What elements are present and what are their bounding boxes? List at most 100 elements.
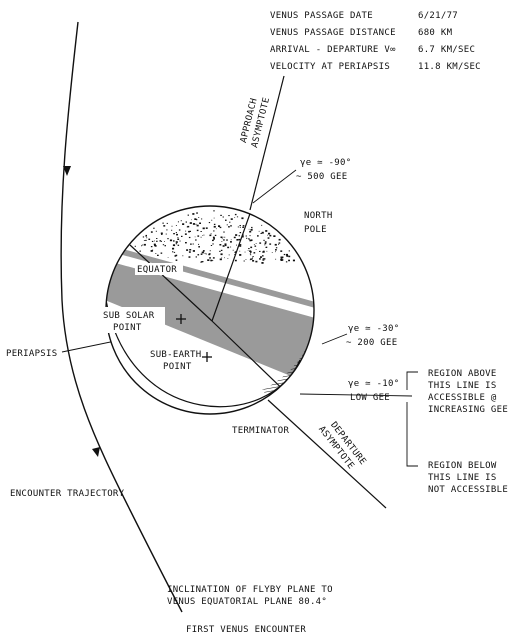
low-gee-label: LOW GEE [350,393,390,403]
speckle-dot [200,231,202,232]
info-label-passage-date: VENUS PASSAGE DATE [270,11,373,21]
speckle-dot [189,230,191,232]
speckle-dot [262,250,265,253]
speckle-dot [148,238,151,240]
region-above-line1: REGION ABOVE [428,369,497,379]
speckle-dot [153,243,156,246]
north-speckled-region [106,206,314,252]
speckle-dot [264,241,267,243]
equator-label-bg [135,263,183,275]
region-above-line4: INCREASING GEE [428,405,508,415]
speckle-dot [257,235,259,237]
speckle-dot [263,239,265,241]
speckle-dot [143,243,146,246]
speckle-dot [196,224,199,227]
speckle-dot [234,217,236,218]
speckle-dot [205,227,208,229]
speckle-dot [239,232,242,234]
speckle-dot [154,240,155,242]
speckle-dot [142,236,145,238]
speckle-dot [249,239,252,242]
speckle-dot [188,236,191,239]
speckle-dot [244,251,246,253]
speckle-dot [259,242,262,244]
speckle-dot [187,225,190,228]
speckle-dot [175,243,178,245]
speckle-dot [275,258,277,260]
departure-asymptote-line [267,399,387,509]
speckle-dot [197,254,200,256]
speckle-dot [268,232,271,235]
speckle-dot [162,222,164,224]
speckle-dot [247,250,249,251]
speckle-dot [213,210,215,212]
speckle-dot [202,261,204,263]
speckle-dot [188,251,191,253]
speckle-dot [214,234,217,236]
speckle-dot [281,259,284,261]
speckle-dot [250,258,252,260]
north-pole-label-line2: POLE [304,225,327,235]
speckle-dot [160,252,163,254]
speckle-dot [245,259,247,260]
speckle-dot [242,225,245,227]
region-below-line3: NOT ACCESSIBLE [428,485,508,495]
speckle-dot [260,233,262,234]
speckle-dot [197,235,200,237]
speckle-dot [211,219,213,221]
inclination-note-line2: VENUS EQUATORIAL PLANE 80.4° [167,597,327,607]
speckle-dot [248,228,250,230]
sub-solar-marker [176,314,186,324]
speckle-dot [209,250,211,252]
speckle-dot [198,246,200,248]
periapsis-label: PERIAPSIS [6,349,57,359]
speckle-dot [210,245,213,246]
speckle-dot [160,232,163,235]
speckle-dot [255,249,257,250]
speckle-dot [252,257,254,258]
speckle-dot [234,259,237,262]
sub-earth-marker [202,352,212,362]
speckle-dot [262,259,265,261]
speckle-dot [165,233,167,235]
speckle-dot [262,258,264,259]
speckle-dot [185,242,187,244]
speckle-dot [201,261,203,263]
speckle-dot [220,249,223,251]
speckle-dot [155,253,157,254]
speckle-dot [192,213,195,215]
speckle-dot [241,235,244,238]
speckle-dot [249,230,252,233]
speckle-dot [267,237,270,239]
speckle-dot [222,216,224,218]
speckle-dot [182,255,184,257]
speckle-dot [259,258,261,260]
speckle-dot [228,215,230,217]
speckle-dot [230,239,232,241]
speckle-dot [151,240,154,242]
speckle-dot [280,258,282,261]
info-value-passage-date: 6/21/77 [418,11,458,21]
north-pole-label-line1: NORTH [304,211,333,221]
speckle-dot [245,235,247,237]
speckle-dot [204,252,206,254]
speckle-dot [234,252,236,254]
speckle-dot [265,230,268,232]
speckle-dot [181,235,183,237]
info-value-velocity-periapsis: 11.8 KM/SEC [418,62,481,72]
speckle-dot [186,226,188,228]
speckle-dot [280,256,283,259]
speckle-dot [209,234,212,237]
speckle-dot [202,235,203,236]
speckle-dot [213,225,216,228]
speckle-dot [250,246,253,249]
speckle-dot [288,250,290,252]
speckle-dot [195,256,197,258]
speckle-dot [185,230,187,232]
speckle-dot [271,252,273,253]
speckle-dot [175,259,178,261]
speckle-dot [179,240,181,242]
gee-200-label: ~ 200 GEE [346,338,397,348]
speckle-dot [188,230,190,233]
speckle-dot [249,235,251,237]
